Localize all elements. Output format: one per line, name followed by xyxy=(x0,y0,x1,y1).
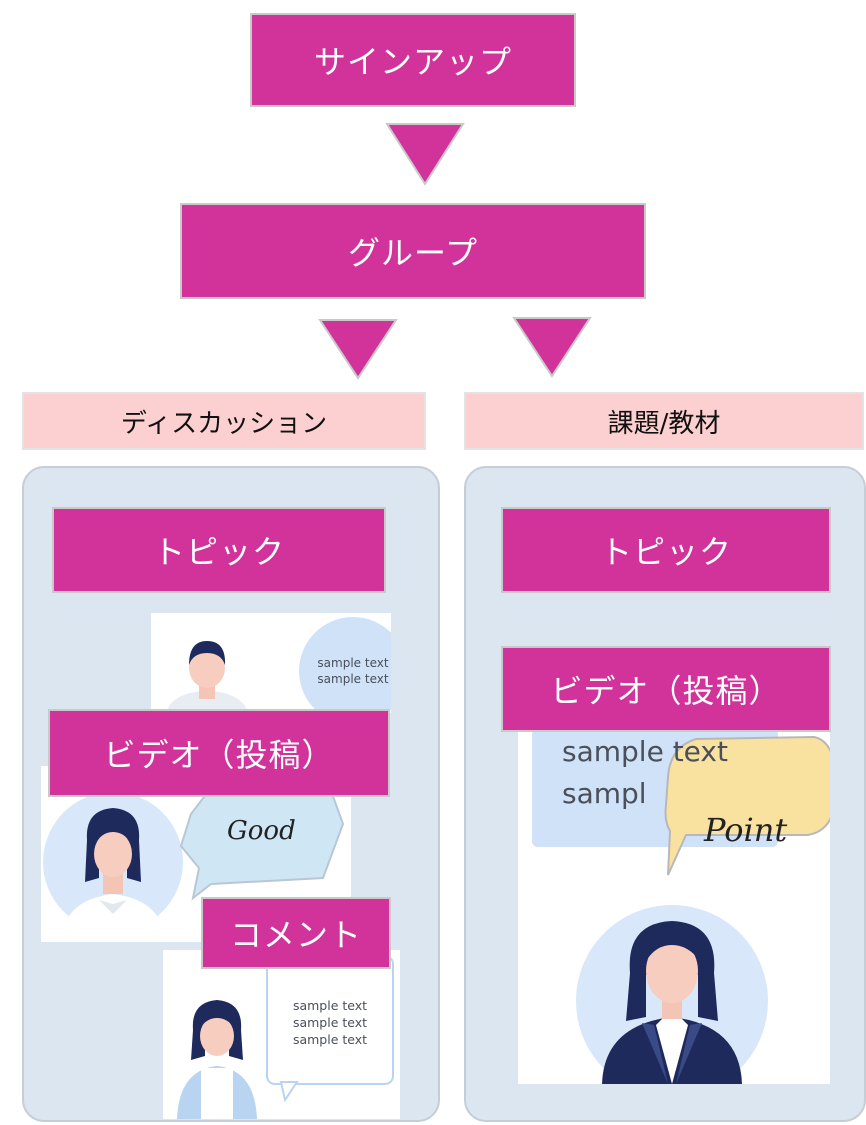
right-video-label: ビデオ（投稿） xyxy=(550,672,782,710)
signup-box: サインアップ xyxy=(250,13,576,107)
right-topic-box: トピック xyxy=(501,507,831,593)
right-card-line2: sampl xyxy=(562,777,647,810)
right-card-line1: sample text xyxy=(562,735,728,768)
point-text: Point xyxy=(704,811,788,849)
good-text: Good xyxy=(227,816,296,846)
discussion-label-box: ディスカッション xyxy=(22,392,426,450)
man-speech-line: sample text xyxy=(317,672,389,687)
right-topic-label: トピック xyxy=(599,533,732,571)
comment-line: sample text xyxy=(292,998,368,1013)
assignment-label: 課題/教材 xyxy=(607,408,721,439)
comment-card: ❝ sample text sample text sample text xyxy=(163,950,400,1119)
assignment-label-box: 課題/教材 xyxy=(464,392,864,450)
man-speech-card: sample text sample text xyxy=(151,613,391,713)
comment-box: コメント xyxy=(201,897,391,969)
signup-label: サインアップ xyxy=(313,43,512,81)
arrow-down-right-icon xyxy=(512,317,592,378)
man-speech-line: sample text xyxy=(317,656,389,670)
comment-line: sample text xyxy=(292,1031,368,1047)
left-video-box: ビデオ（投稿） xyxy=(48,709,390,797)
left-topic-label: トピック xyxy=(152,533,285,571)
man-speech-text: sample text sample text xyxy=(303,655,391,687)
comment-line: sample text xyxy=(292,1014,368,1030)
point-card: sample text sampl Point xyxy=(518,725,830,1084)
comment-text: sample text sample text sample text xyxy=(275,998,385,1049)
left-video-label: ビデオ（投稿） xyxy=(103,736,335,774)
comment-label: コメント xyxy=(229,916,362,954)
group-box: グループ xyxy=(180,203,646,299)
group-label: グループ xyxy=(347,234,479,272)
left-topic-box: トピック xyxy=(52,507,386,593)
right-video-box: ビデオ（投稿） xyxy=(501,646,831,732)
arrow-down-icon xyxy=(385,123,465,186)
discussion-label: ディスカッション xyxy=(120,408,328,439)
arrow-down-left-icon xyxy=(318,319,398,380)
